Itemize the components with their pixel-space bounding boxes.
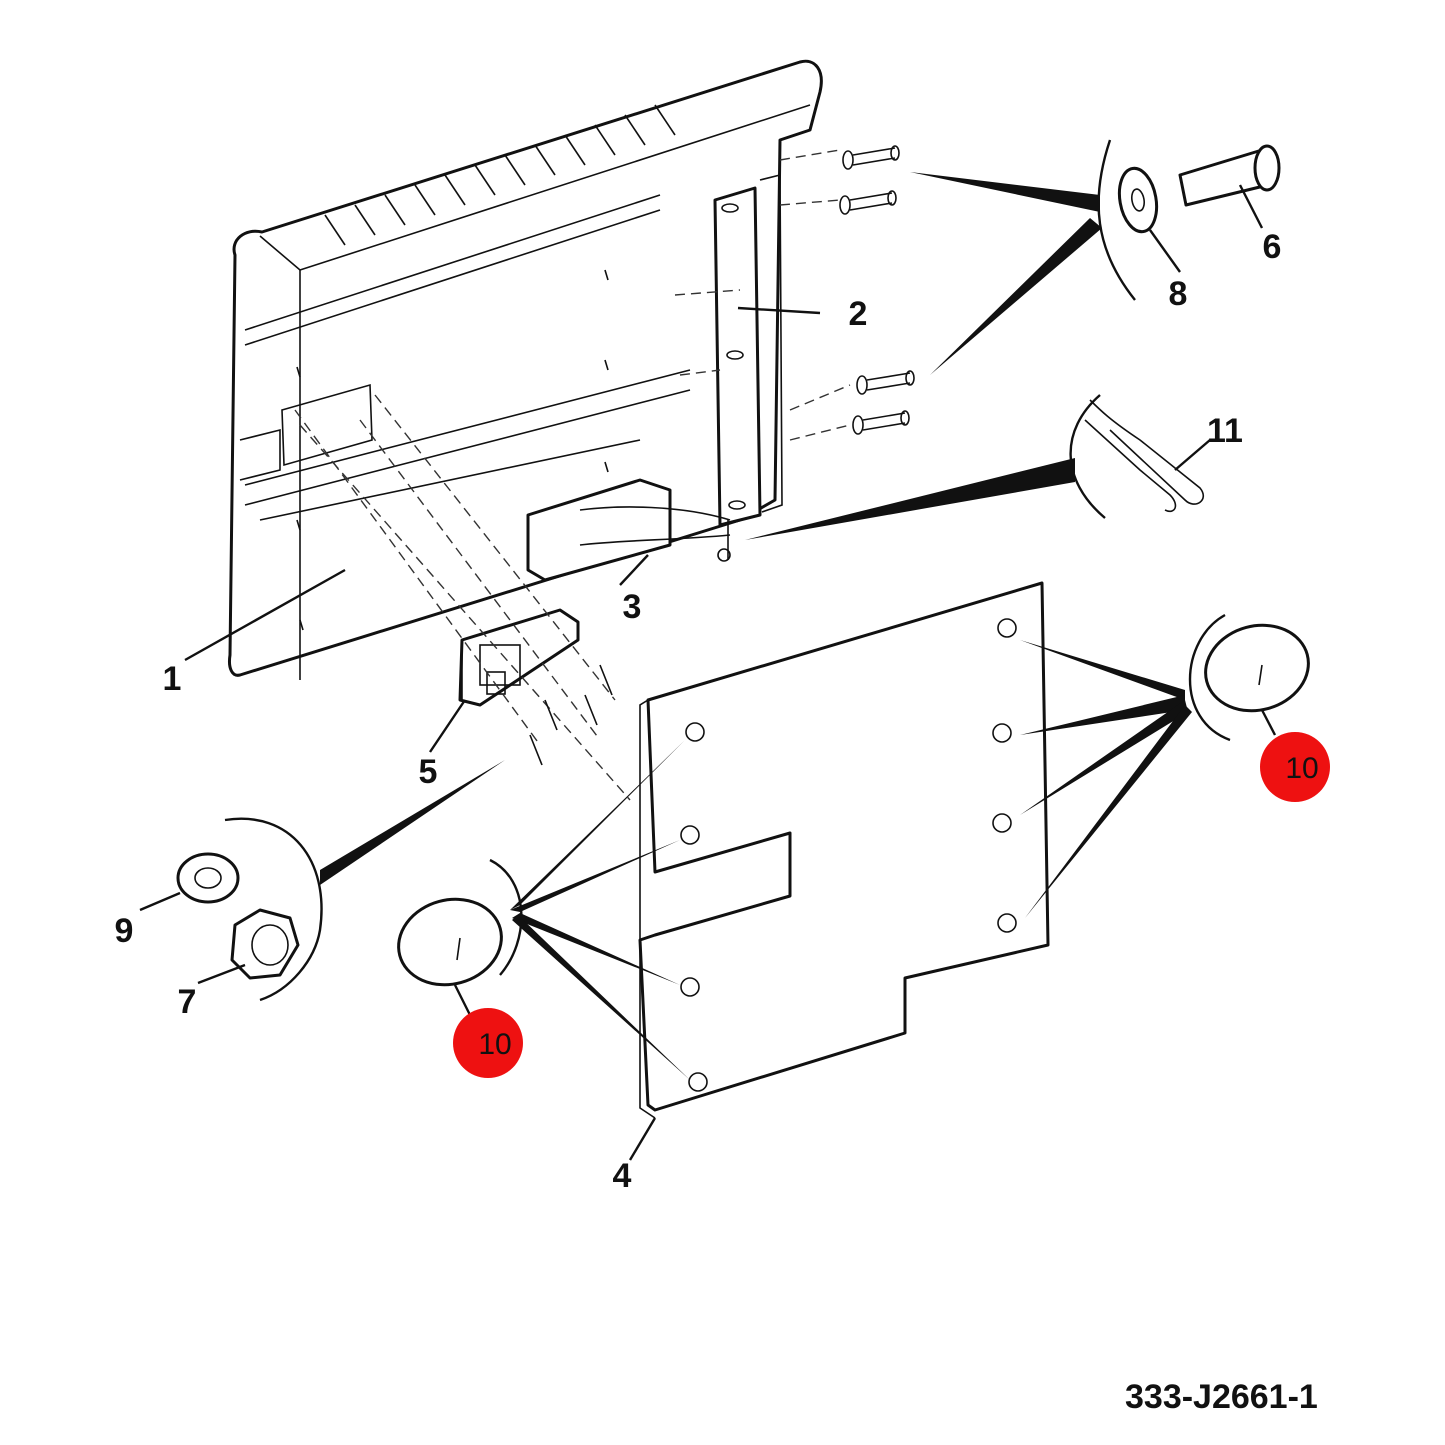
- leader-lines: [139, 184, 1277, 1161]
- highlighted-callout-10-right: 10: [1260, 732, 1330, 802]
- callout-7: 7: [178, 983, 197, 1021]
- callout-1: 1: [163, 660, 182, 698]
- detail-nut-washer: [176, 760, 505, 1002]
- housing-panel: [228, 59, 823, 680]
- callout-10-left: 10: [478, 1028, 511, 1061]
- callout-6: 6: [1263, 228, 1282, 266]
- hinge-bolts: [839, 145, 915, 435]
- callout-11: 11: [1207, 412, 1243, 450]
- detail-plug-left: [397, 740, 690, 1080]
- latch-unit: [458, 608, 580, 707]
- callout-9: 9: [115, 912, 134, 950]
- detail-plug-right: [1020, 613, 1310, 918]
- detail-hair-pin: [745, 394, 1205, 540]
- latch-studs: [529, 664, 613, 766]
- assembly-lines: [294, 149, 851, 801]
- callout-5: 5: [419, 753, 438, 791]
- detail-pin-washer: [910, 139, 1281, 375]
- callout-8: 8: [1169, 275, 1188, 313]
- latch-rod-assembly: [526, 478, 731, 582]
- highlighted-callout-10-left: 10: [453, 1008, 523, 1078]
- callout-4: 4: [613, 1157, 632, 1195]
- callout-10-right: 10: [1285, 752, 1318, 785]
- hinge-bracket: [713, 173, 783, 527]
- figure-id: 333-J2661-1: [1125, 1378, 1318, 1416]
- callout-3: 3: [623, 588, 642, 626]
- cover-plate: [638, 581, 1050, 1119]
- callout-2: 2: [849, 295, 868, 333]
- callouts: 1 2 3 4 5 6 7 8 9 11 10 10: [115, 228, 1330, 1195]
- plate-holes: [680, 618, 1017, 1092]
- vent-slots: [324, 104, 676, 246]
